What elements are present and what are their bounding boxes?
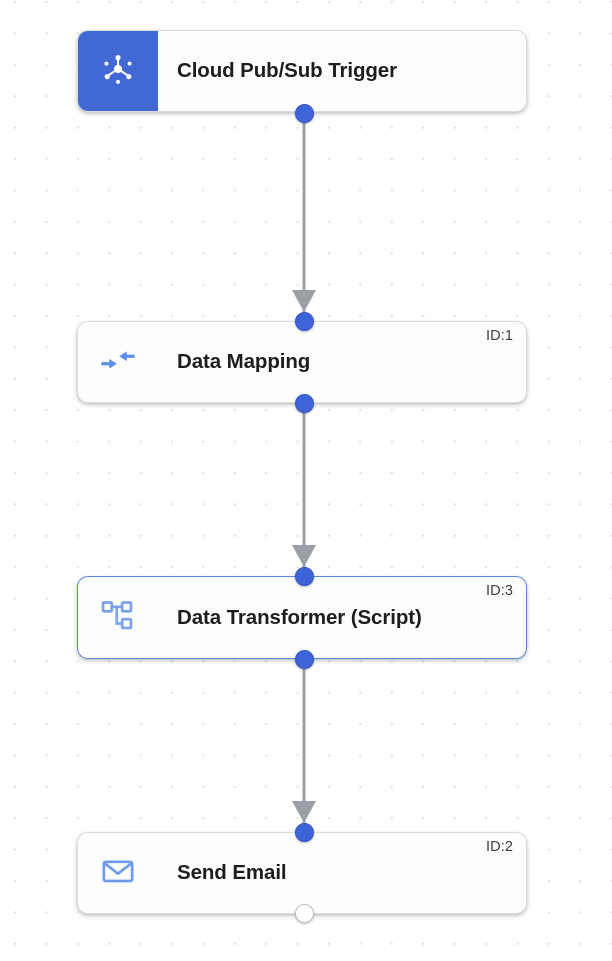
node-id-badge: ID:1 xyxy=(486,328,513,344)
node-icon-cell xyxy=(78,322,158,402)
node-icon-cell xyxy=(78,833,158,913)
node-title: Cloud Pub/Sub Trigger xyxy=(177,59,397,82)
handle-top-data-transformer-script[interactable] xyxy=(294,566,314,586)
handle-bottom-cloud-pubsub-trigger[interactable] xyxy=(294,103,314,123)
node-title: Data Mapping xyxy=(177,350,311,373)
edge-trigger-to-mapping xyxy=(292,113,316,316)
node-data-mapping[interactable]: Data Mapping ID:1 xyxy=(77,321,527,403)
node-body: Cloud Pub/Sub Trigger xyxy=(158,31,526,111)
handle-top-data-mapping[interactable] xyxy=(294,311,314,331)
handle-bottom-data-transformer-script[interactable] xyxy=(294,649,314,669)
node-body: Data Mapping ID:1 xyxy=(158,322,526,402)
node-body: Send Email ID:2 xyxy=(158,833,526,913)
handle-bottom-send-email[interactable] xyxy=(294,903,314,923)
node-send-email[interactable]: Send Email ID:2 xyxy=(77,832,527,914)
data-mapping-arrows-icon xyxy=(98,340,138,385)
node-id-badge: ID:2 xyxy=(486,839,513,855)
node-data-transformer-script[interactable]: Data Transformer (Script) ID:3 xyxy=(77,576,527,659)
node-title: Data Transformer (Script) xyxy=(177,605,422,629)
account-tree-icon xyxy=(98,595,138,640)
handle-bottom-data-mapping[interactable] xyxy=(294,393,314,413)
edge-transformer-to-email xyxy=(292,659,316,827)
handle-top-send-email[interactable] xyxy=(294,822,314,842)
node-id-badge: ID:3 xyxy=(486,583,513,599)
node-body: Data Transformer (Script) ID:3 xyxy=(158,577,526,658)
node-cloud-pubsub-trigger[interactable]: Cloud Pub/Sub Trigger xyxy=(77,30,527,112)
pubsub-hub-icon xyxy=(99,50,137,93)
node-icon-cell xyxy=(78,577,158,658)
node-icon-cell xyxy=(78,31,158,111)
edge-mapping-to-transformer xyxy=(292,403,316,571)
envelope-icon xyxy=(98,851,138,896)
node-title: Send Email xyxy=(177,861,287,884)
